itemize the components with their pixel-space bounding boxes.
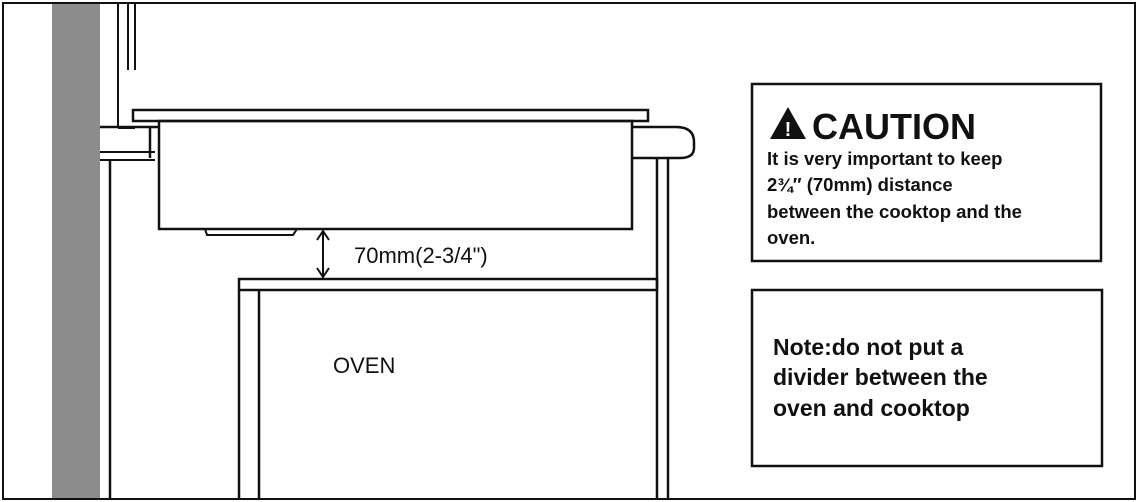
svg-text:!: ! bbox=[785, 119, 792, 141]
cooktop-body bbox=[157, 119, 634, 231]
dimension-label: 70mm(2-3/4") bbox=[354, 243, 488, 268]
cooktop-glass bbox=[131, 108, 650, 123]
dimension-arrow bbox=[316, 229, 330, 279]
countertop bbox=[100, 125, 696, 160]
oven bbox=[237, 277, 659, 498]
cooktop-foot bbox=[204, 228, 298, 236]
note-line-2: divider between the bbox=[773, 364, 988, 390]
caution-line-2: 2¾″ (70mm) distance bbox=[767, 174, 953, 195]
wall bbox=[52, 4, 100, 498]
note-line-1: Note:do not put a bbox=[773, 334, 964, 360]
cabinet-back bbox=[100, 4, 155, 161]
oven-label: OVEN bbox=[333, 353, 395, 378]
note-line-3: oven and cooktop bbox=[773, 395, 970, 421]
cabinet-sides bbox=[108, 158, 670, 498]
caution-line-4: oven. bbox=[767, 227, 815, 248]
note-box bbox=[750, 288, 1104, 468]
caution-line-3: between the cooktop and the bbox=[767, 201, 1022, 222]
caution-title: CAUTION bbox=[812, 106, 976, 147]
warning-triangle-icon: ! bbox=[770, 107, 806, 141]
caution-line-1: It is very important to keep bbox=[767, 148, 1002, 169]
caution-box bbox=[750, 82, 1103, 263]
